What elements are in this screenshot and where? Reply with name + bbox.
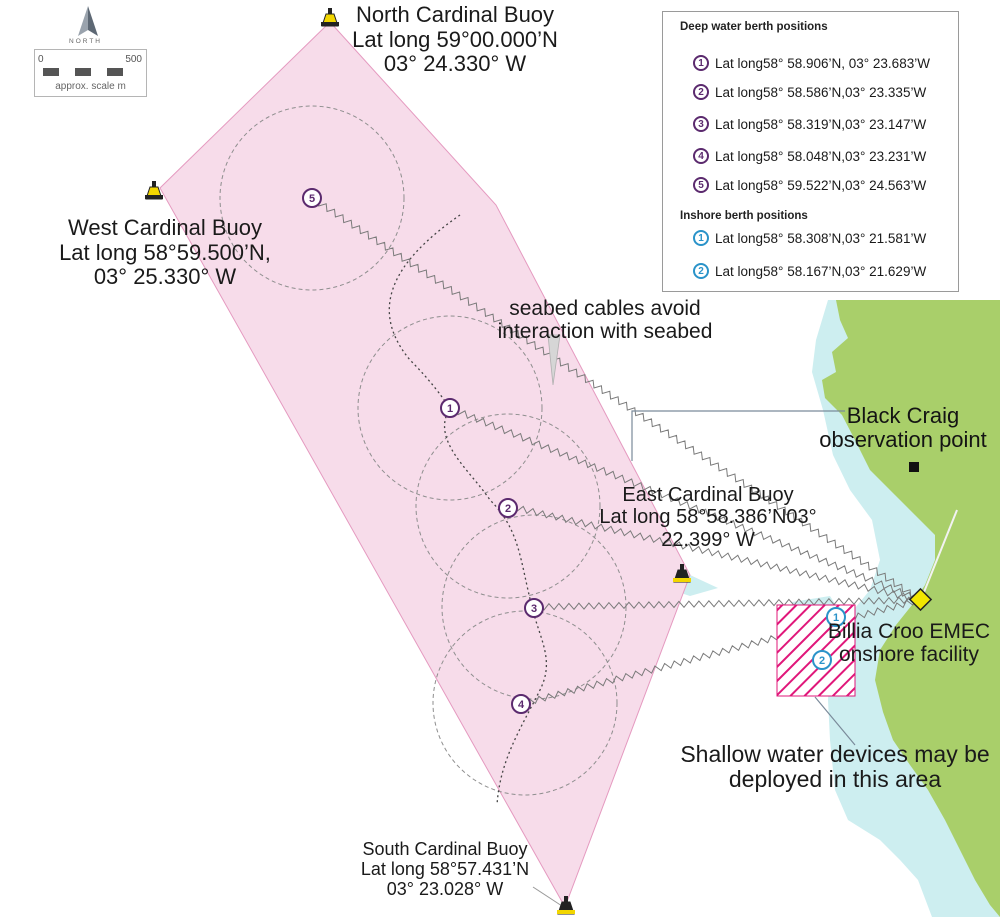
onshore-line1: Billia Croo EMEC <box>827 620 991 643</box>
deep-berth-row: 2 Lat long58° 58.586’N,03° 23.335’W <box>693 82 926 102</box>
inshore-berth-num-icon: 2 <box>693 263 709 279</box>
black-craig-marker <box>909 462 919 472</box>
deep-berth-title: Deep water berth positions <box>680 21 828 33</box>
east-buoy-lat: Lat long 58°58.386’N03° <box>599 506 817 529</box>
onshore-line2: onshore facility <box>838 643 980 667</box>
deep-berth-row: 1 Lat long58° 58.906’N, 03° 23.683’W <box>693 53 930 73</box>
svg-text:1: 1 <box>447 403 453 415</box>
black-craig-line1: Black Craig <box>846 403 960 428</box>
deep-berth-coords: Lat long58° 58.048’N,03° 23.231’W <box>715 148 927 164</box>
deep-berth-row: 3 Lat long58° 58.319’N,03° 23.147’W <box>693 114 926 134</box>
onshore-facility-marker <box>908 587 933 612</box>
scale-max: 500 <box>125 54 142 65</box>
svg-text:3: 3 <box>531 603 537 615</box>
inshore-berth-coords: Lat long58° 58.308’N,03° 21.581’W <box>715 230 927 246</box>
north-buoy-label: North Cardinal Buoy Lat long 59°00.000’N… <box>345 2 565 77</box>
shallow-line1: Shallow water devices may be <box>680 741 990 767</box>
shallow-line2: deployed in this area <box>728 766 942 793</box>
deep-berth-marker-5: 5 <box>302 188 322 208</box>
deep-berth-marker-1: 1 <box>440 398 460 418</box>
inshore-berth-marker-2: 2 <box>812 650 832 670</box>
scale-min: 0 <box>38 54 44 65</box>
south-buoy-label: South Cardinal Buoy Lat long 58°57.431’N… <box>345 839 545 899</box>
berth-legend: Deep water berth positions 1 Lat long58°… <box>662 11 959 292</box>
south-buoy-lat: Lat long 58°57.431’N <box>360 859 530 880</box>
inshore-berth-title: Inshore berth positions <box>680 210 808 222</box>
shallow-area-leader <box>814 696 856 746</box>
deep-berth-num-icon: 4 <box>693 148 709 164</box>
deep-berth-num-icon: 2 <box>693 84 709 100</box>
north-cardinal-buoy-icon <box>321 8 339 27</box>
deep-berth-coords: Lat long58° 59.522’N,03° 24.563’W <box>715 177 927 193</box>
berth-circles <box>219 105 627 796</box>
deep-berth-num-icon: 1 <box>693 55 709 71</box>
north-arrow-icon <box>78 6 98 36</box>
west-cardinal-buoy-icon <box>145 181 163 200</box>
svg-text:1: 1 <box>833 612 839 624</box>
inshore-berth-num-icon: 1 <box>693 230 709 246</box>
west-buoy-label: West Cardinal Buoy Lat long 58°59.500’N,… <box>45 215 285 290</box>
deep-berth-coords: Lat long58° 58.906’N, 03° 23.683’W <box>715 55 930 71</box>
south-buoy-long: 03° 23.028° W <box>386 879 504 900</box>
east-buoy-label: East Cardinal Buoy Lat long 58°58.386’N0… <box>578 484 838 551</box>
deep-berth-marker-3: 3 <box>524 598 544 618</box>
west-buoy-name: West Cardinal Buoy <box>67 215 262 240</box>
seabed-cables <box>311 197 921 705</box>
inshore-berth-row: 1 Lat long58° 58.308’N,03° 21.581’W <box>693 228 926 248</box>
black-craig-leader <box>631 410 845 461</box>
south-buoy-name: South Cardinal Buoy <box>362 839 528 859</box>
svg-text:2: 2 <box>505 503 511 515</box>
west-buoy-long: 03° 25.330° W <box>93 264 237 290</box>
onshore-leader <box>919 509 958 603</box>
cables-note-line2: interaction with seabed <box>497 320 713 344</box>
scale-bar: 0 500 approx. scale m <box>34 49 147 97</box>
inshore-berth-marker-1: 1 <box>826 607 846 627</box>
deep-berth-row: 5 Lat long58° 59.522’N,03° 24.563’W <box>693 175 926 195</box>
deep-berth-row: 4 Lat long58° 58.048’N,03° 23.231’W <box>693 146 926 166</box>
deep-berth-marker-2: 2 <box>498 498 518 518</box>
north-buoy-name: North Cardinal Buoy <box>355 2 555 27</box>
deep-berth-num-icon: 3 <box>693 116 709 132</box>
deep-berth-coords: Lat long58° 58.586’N,03° 23.335’W <box>715 84 927 100</box>
inshore-berth-row: 2 Lat long58° 58.167’N,03° 21.629’W <box>693 261 926 281</box>
cables-pointer <box>547 334 561 386</box>
north-label: NORTH <box>69 38 102 45</box>
west-buoy-lat: Lat long 58°59.500’N, <box>59 239 271 265</box>
east-cardinal-buoy-icon <box>673 564 691 583</box>
black-craig-line2: observation point <box>819 427 987 453</box>
deep-berth-marker-4: 4 <box>511 694 531 714</box>
east-buoy-name: East Cardinal Buoy <box>622 484 794 506</box>
cables-note-line1: seabed cables avoid <box>509 297 701 320</box>
inshore-berth-coords: Lat long58° 58.167’N,03° 21.629’W <box>715 263 927 279</box>
onshore-facility-label: Billia Croo EMEC onshore facility <box>818 620 1000 666</box>
scale-ruler <box>43 68 139 76</box>
cables-note: seabed cables avoid interaction with sea… <box>480 297 730 343</box>
north-buoy-long: 03° 24.330° W <box>383 51 527 77</box>
scale-caption: approx. scale m <box>55 81 126 92</box>
north-buoy-lat: Lat long 59°00.000’N <box>352 26 558 52</box>
black-craig-label: Black Craig observation point <box>806 403 1000 453</box>
south-cardinal-buoy-icon <box>557 896 575 915</box>
shallow-area-label: Shallow water devices may be deployed in… <box>670 741 1000 793</box>
land-mainland <box>822 300 1000 917</box>
test-site-area <box>159 21 691 909</box>
east-buoy-long: 22.399° W <box>661 528 755 551</box>
dotted-cable <box>388 214 548 806</box>
svg-text:2: 2 <box>819 655 825 667</box>
south-buoy-leader <box>532 886 563 907</box>
deep-berth-num-icon: 5 <box>693 177 709 193</box>
deep-berth-coords: Lat long58° 58.319’N,03° 23.147’W <box>715 116 927 132</box>
svg-text:4: 4 <box>518 699 525 711</box>
svg-text:5: 5 <box>309 193 315 205</box>
